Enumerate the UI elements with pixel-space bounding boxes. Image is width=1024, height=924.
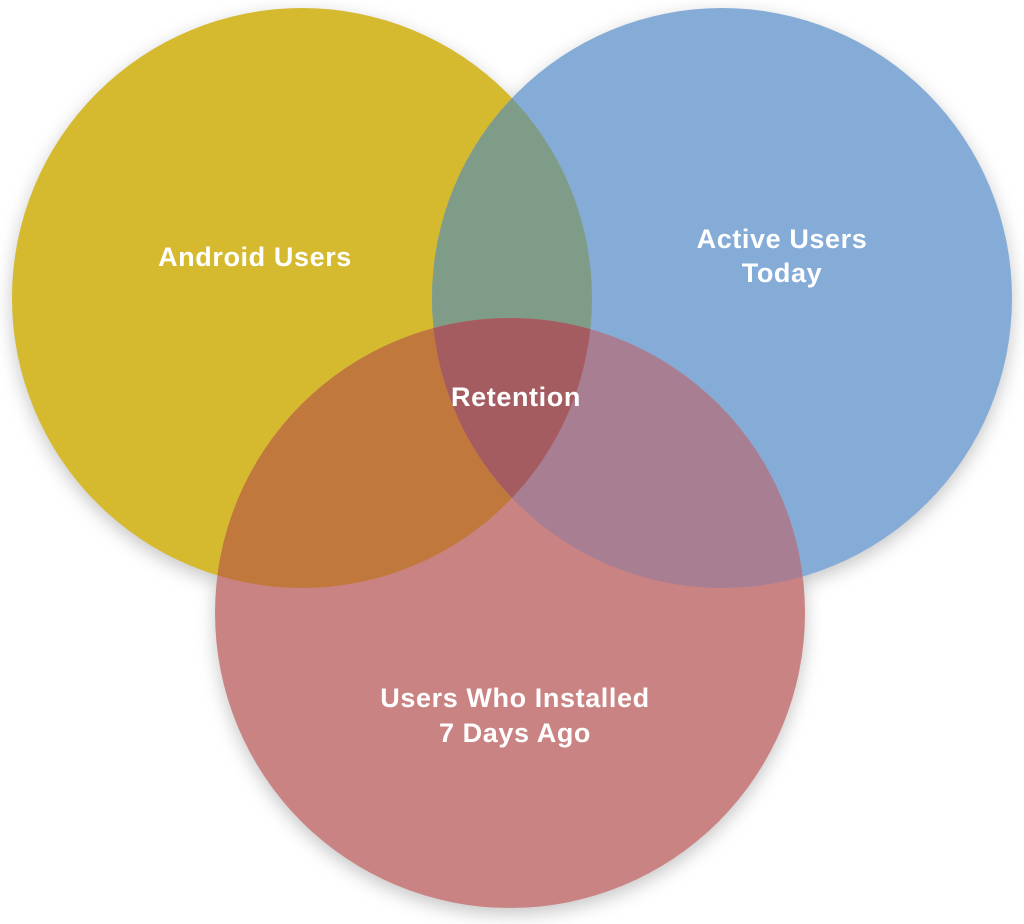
venn-circles-group	[12, 8, 1012, 908]
android-users-label: Android Users	[158, 242, 352, 272]
active-users-label-line2: Today	[742, 258, 823, 288]
retention-label: Retention	[451, 382, 581, 412]
active-installed-overlap	[432, 318, 805, 588]
android-installed-overlap	[215, 318, 592, 588]
installed-users-label-line1: Users Who Installed	[380, 683, 649, 713]
active-users-label-line1: Active Users	[697, 224, 868, 254]
installed-users-label-line2: 7 Days Ago	[439, 718, 591, 748]
